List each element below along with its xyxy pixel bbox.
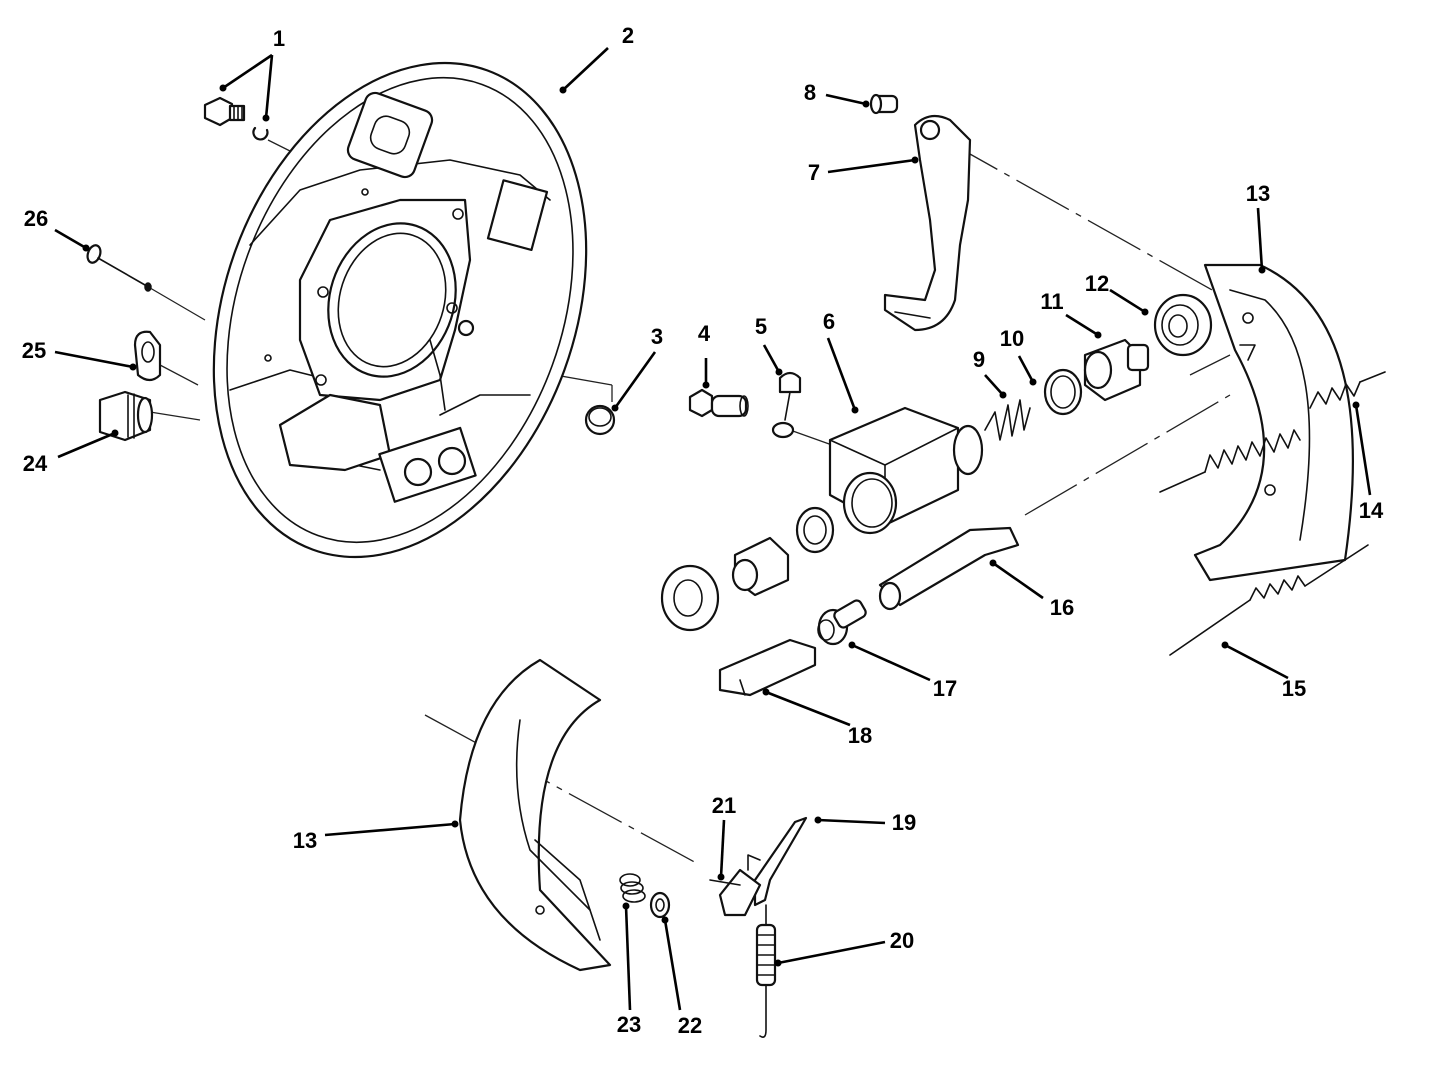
leader-dots bbox=[82, 84, 1360, 967]
bolt-and-washer bbox=[203, 96, 269, 141]
callout-16: 16 bbox=[1050, 595, 1074, 620]
lever-pin bbox=[869, 93, 899, 115]
callout-5: 5 bbox=[755, 314, 767, 339]
wheel-cylinder bbox=[828, 406, 984, 535]
boot-upper bbox=[1153, 293, 1213, 357]
callout-19: 19 bbox=[892, 810, 916, 835]
callout-7: 7 bbox=[808, 160, 820, 185]
hold-down-pin bbox=[86, 244, 152, 292]
brake-shoe-lower bbox=[458, 658, 612, 972]
callout-3: 3 bbox=[651, 324, 663, 349]
actuator-spring bbox=[755, 904, 777, 1038]
bleeder-cap bbox=[584, 404, 616, 436]
callout-8: 8 bbox=[804, 80, 816, 105]
plug bbox=[133, 330, 162, 382]
callout-22: 22 bbox=[678, 1013, 702, 1038]
callout-4: 4 bbox=[698, 321, 711, 346]
phantom-lines bbox=[144, 139, 1231, 866]
callout-21: 21 bbox=[712, 793, 736, 818]
callout-6: 6 bbox=[823, 309, 835, 334]
callout-11: 11 bbox=[1040, 289, 1063, 314]
callout-10: 10 bbox=[1000, 326, 1024, 351]
callout-14: 14 bbox=[1359, 498, 1384, 523]
backing-plate bbox=[212, 61, 588, 559]
callout-13-upper: 13 bbox=[1246, 181, 1270, 206]
callout-13-lower: 13 bbox=[293, 828, 317, 853]
callout-9: 9 bbox=[973, 347, 985, 372]
hold-down-spring bbox=[619, 873, 671, 919]
callout-labels: 1 2 3 4 5 6 7 8 9 10 11 12 13 14 15 16 1… bbox=[22, 23, 1384, 1038]
callout-23: 23 bbox=[617, 1012, 641, 1037]
callout-2: 2 bbox=[622, 23, 634, 48]
adjuster-screw bbox=[817, 599, 867, 646]
callout-17: 17 bbox=[933, 676, 957, 701]
callout-12: 12 bbox=[1085, 271, 1109, 296]
callout-25: 25 bbox=[22, 338, 46, 363]
parking-brake-lever bbox=[883, 114, 972, 332]
piston-upper bbox=[1083, 338, 1150, 402]
return-spring-upper bbox=[1159, 371, 1386, 493]
bleeder-tether bbox=[771, 371, 802, 439]
callout-18: 18 bbox=[848, 723, 872, 748]
callout-24: 24 bbox=[23, 451, 48, 476]
cup-seal-upper bbox=[1043, 368, 1083, 416]
return-spring-lower bbox=[1169, 544, 1369, 656]
callout-20: 20 bbox=[890, 928, 914, 953]
adjuster-socket bbox=[878, 526, 1020, 611]
cylinder-spring bbox=[984, 399, 1031, 441]
adjuster-fork bbox=[718, 638, 817, 697]
adjuster-plug bbox=[98, 390, 154, 442]
actuator-lever bbox=[709, 816, 808, 917]
callout-26: 26 bbox=[24, 206, 48, 231]
bleeder-valve bbox=[688, 388, 749, 418]
callout-1: 1 bbox=[273, 26, 285, 51]
piston-lower bbox=[660, 506, 835, 632]
callout-15: 15 bbox=[1282, 676, 1306, 701]
leader-lines bbox=[54, 47, 1372, 1011]
brake-shoe-right bbox=[1193, 263, 1354, 582]
